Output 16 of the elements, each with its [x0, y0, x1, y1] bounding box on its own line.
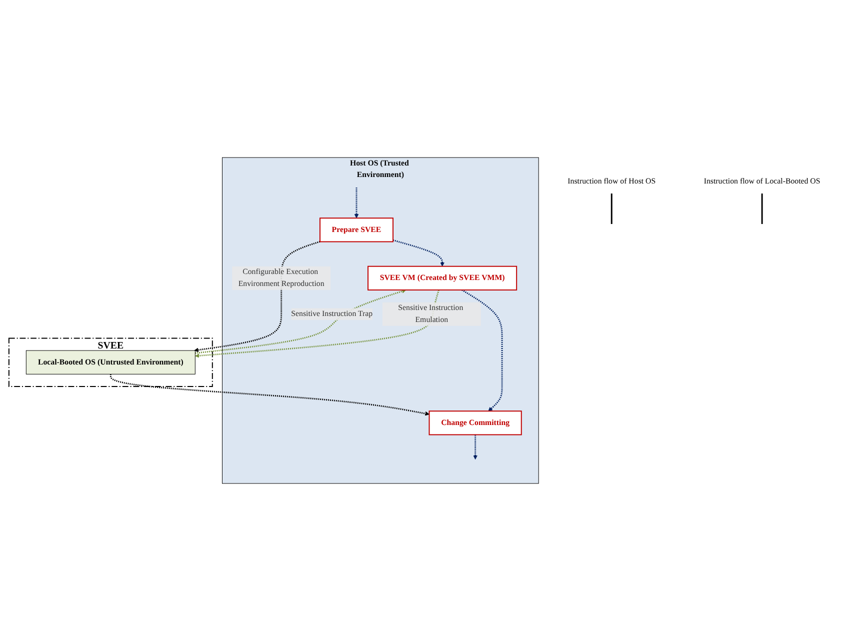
arrow	[110, 374, 430, 416]
arrow	[195, 289, 406, 354]
arrow	[392, 239, 444, 267]
arrow	[473, 434, 478, 460]
node-box	[428, 410, 522, 436]
connector	[761, 193, 763, 224]
cluster	[8, 338, 213, 387]
node-box	[26, 350, 196, 374]
arrow	[462, 289, 503, 412]
node-box	[320, 218, 394, 242]
arrow	[194, 290, 440, 358]
node-box	[368, 266, 518, 290]
connector	[610, 193, 612, 224]
arrow	[354, 188, 359, 218]
cluster	[222, 157, 539, 484]
arrow	[194, 240, 320, 352]
